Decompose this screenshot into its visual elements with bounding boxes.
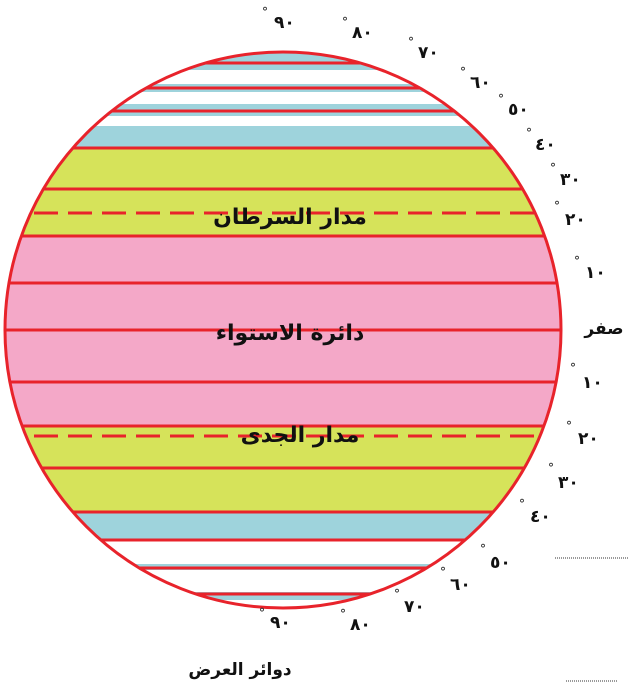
polar-stripe bbox=[0, 92, 630, 104]
degree-symbol: ° bbox=[498, 92, 504, 106]
degree-symbol: ° bbox=[259, 606, 265, 620]
lat-label-s20: ٢٠ bbox=[578, 429, 599, 449]
degree-symbol: ° bbox=[342, 15, 348, 29]
tropic-capricorn-label: مدار الجدى bbox=[241, 423, 360, 448]
lat-label-s10: ١٠ bbox=[582, 373, 603, 393]
lat-label-n20: ٢٠ bbox=[565, 210, 586, 230]
polar-stripe bbox=[0, 540, 630, 564]
degree-symbol: ° bbox=[554, 199, 560, 213]
degree-symbol: ° bbox=[548, 461, 554, 475]
degree-symbol: ° bbox=[460, 65, 466, 79]
lat-label-s90: ٩٠ bbox=[270, 613, 291, 633]
degree-symbol: ° bbox=[550, 161, 556, 175]
degree-symbol: ° bbox=[519, 497, 525, 511]
lat-label-n80: ٨٠ bbox=[352, 23, 373, 43]
equator-label: دائرة الاستواء bbox=[216, 321, 365, 346]
degree-symbol: ° bbox=[526, 126, 532, 140]
degree-symbol: ° bbox=[262, 5, 268, 19]
lat-label-n60: ٦٠ bbox=[470, 73, 491, 93]
lat-label-s30: ٣٠ bbox=[558, 473, 579, 493]
lat-label-s70: ٧٠ bbox=[404, 597, 425, 617]
zero-label: صفر bbox=[583, 319, 623, 339]
degree-symbol: ° bbox=[408, 35, 414, 49]
degree-symbol: ° bbox=[574, 254, 580, 268]
tropic-cancer-label: مدار السرطان bbox=[213, 205, 367, 230]
degree-symbol: ° bbox=[570, 361, 576, 375]
polar-stripe bbox=[0, 570, 630, 592]
degree-symbol: ° bbox=[340, 607, 346, 621]
lat-label-n40: ٤٠ bbox=[535, 135, 556, 155]
lat-label-n90: ٩٠ bbox=[274, 13, 295, 33]
degree-symbol: ° bbox=[480, 542, 486, 556]
lat-label-s50: ٥٠ bbox=[490, 553, 511, 573]
lat-label-s80: ٨٠ bbox=[350, 615, 371, 635]
lat-label-s60: ٦٠ bbox=[450, 575, 471, 595]
degree-symbol: ° bbox=[440, 565, 446, 579]
lat-label-n70: ٧٠ bbox=[418, 43, 439, 63]
lat-label-s40: ٤٠ bbox=[530, 507, 551, 527]
polar-stripe bbox=[0, 70, 630, 84]
diagram-caption: دوائر العرض bbox=[188, 660, 292, 680]
degree-symbol: ° bbox=[394, 587, 400, 601]
lat-label-n10: ١٠ bbox=[585, 263, 606, 283]
degree-symbol: ° bbox=[566, 419, 572, 433]
lat-label-n30: ٣٠ bbox=[560, 170, 581, 190]
lat-label-n50: ٥٠ bbox=[508, 100, 529, 120]
